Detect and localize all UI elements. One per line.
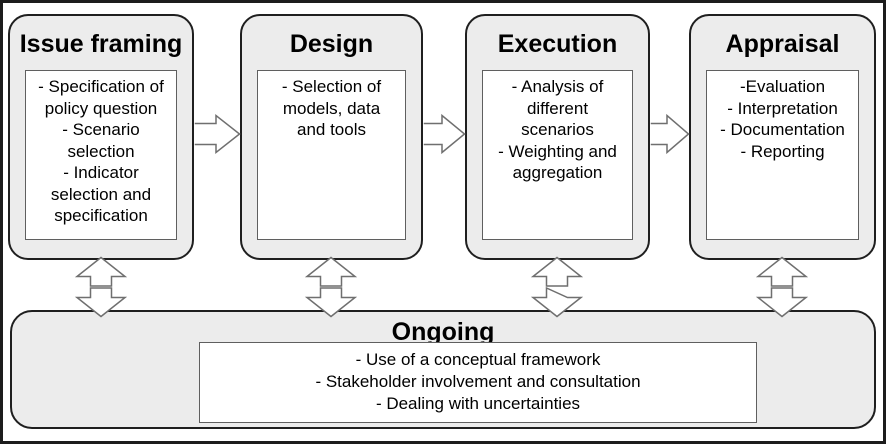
stage-text-line: - Scenario	[62, 120, 140, 139]
stage-title: Issue framing	[19, 30, 183, 58]
ongoing-box: Ongoing - Use of a conceptual framework-…	[10, 310, 876, 429]
stage-box: Design - Selection of models, data and too…	[240, 14, 423, 260]
ongoing-text-line: - Use of a conceptual framework	[355, 350, 601, 369]
ongoing-text-line: - Dealing with uncertainties	[375, 394, 581, 413]
stage-title: Appraisal	[725, 30, 840, 58]
stage-text-line: - Selection of	[281, 77, 382, 96]
stage-text-line: specification	[54, 206, 148, 225]
stage-title: Design	[289, 30, 374, 58]
stage-title: Execution	[497, 30, 618, 58]
stage-text-line: scenarios	[521, 120, 594, 139]
flow-right-arrow-icon	[650, 113, 690, 155]
bidirectional-arrow-icon	[530, 256, 584, 318]
stage-box: Execution - Analysis of different scenario…	[465, 14, 650, 260]
stage-text-line: and tools	[297, 120, 366, 139]
stage-text-line: -Evaluation	[739, 77, 826, 96]
ongoing-inner-box: - Use of a conceptual framework - Stakeho…	[199, 342, 757, 423]
ongoing-title: Ongoing	[391, 318, 495, 346]
stage-text-line: - Indicator	[63, 163, 139, 182]
stage-text-line: selection	[67, 141, 135, 161]
bidirectional-arrow-icon	[304, 256, 358, 318]
stage-text-line: different	[526, 98, 589, 118]
ongoing-text-line: - Stakeholder involvement and consultati…	[315, 372, 641, 391]
stage-box: Appraisal -Evaluation - Interpretation - D…	[689, 14, 876, 260]
stage-text-line: - Documentation	[720, 120, 845, 139]
bidirectional-arrow-icon	[74, 256, 128, 318]
stage-text-line: - Analysis of	[511, 77, 604, 96]
stage-inner-box: -Evaluation - Interpretation - Documentati…	[706, 70, 859, 240]
stage-text-line: - Interpretation	[727, 98, 838, 118]
stage-text-line: aggregation	[512, 163, 603, 182]
stage-text-line: selection and	[50, 184, 152, 204]
stage-inner-box: - Analysis of different scenarios - Weighti…	[482, 70, 633, 240]
stage-inner-box: - Specification of policy question - Scena…	[25, 70, 177, 240]
flow-right-arrow-icon	[194, 113, 241, 155]
stage-text-line: - Weighting and	[498, 141, 617, 161]
stage-inner-box: - Selection of models, data and tools	[257, 70, 406, 240]
bidirectional-arrow-icon	[755, 256, 809, 318]
flow-right-arrow-icon	[423, 113, 466, 155]
stage-text-line: policy question	[44, 98, 158, 118]
stage-text-line: - Specification of	[38, 77, 164, 96]
stage-box: Issue framing - Specification of policy q…	[8, 14, 194, 260]
stage-text-line: models, data	[282, 98, 381, 118]
stage-text-line: - Reporting	[740, 141, 825, 161]
